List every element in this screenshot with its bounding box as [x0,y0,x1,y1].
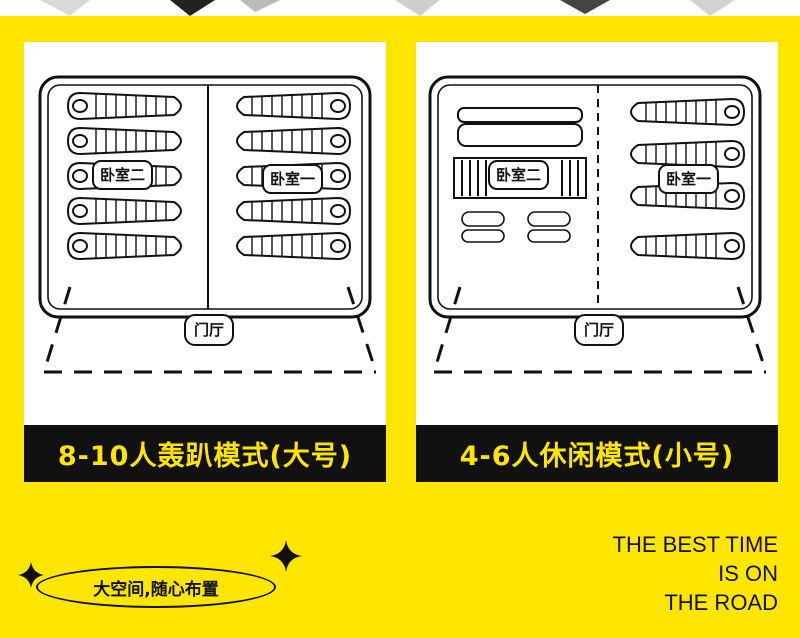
bedroom-one-label: 卧室一 [262,164,324,194]
hall-label: 门厅 [574,314,625,346]
layout-large-panel: 卧室二 卧室一 门厅 8-10人轰趴模式(大号) [24,42,386,482]
hall-label: 门厅 [184,314,235,346]
vestibule-outline [42,286,378,374]
pattern-decoration [40,0,735,16]
tagline-badge: 大空间,随心布置 [36,566,276,608]
top-decorative-strip [0,0,800,16]
bedroom-two-label: 卧室二 [92,160,154,190]
bedroom-one-label: 卧室一 [658,164,720,194]
slogan-line-1: THE BEST TIME [612,532,778,557]
layout-small-panel: 卧室二 卧室一 门厅 4-6人休闲模式(小号) [416,42,778,482]
vestibule-outline [432,286,768,374]
sparkle-icon [270,540,302,572]
bedroom-two-label: 卧室二 [488,160,550,190]
layout-caption: 4-6人休闲模式(小号) [416,425,778,482]
slogan-line-3: THE ROAD [664,590,778,615]
sparkle-icon [18,562,44,588]
sofa-icon [453,107,587,199]
layout-caption: 8-10人轰趴模式(大号) [24,425,386,482]
tent-floorplan-small [428,75,768,374]
pillow-icon [461,211,571,243]
slogan-line-2: IS ON [718,561,778,586]
slogan: THE BEST TIME IS ON THE ROAD [613,530,778,617]
tent-floorplan-large [38,75,378,374]
